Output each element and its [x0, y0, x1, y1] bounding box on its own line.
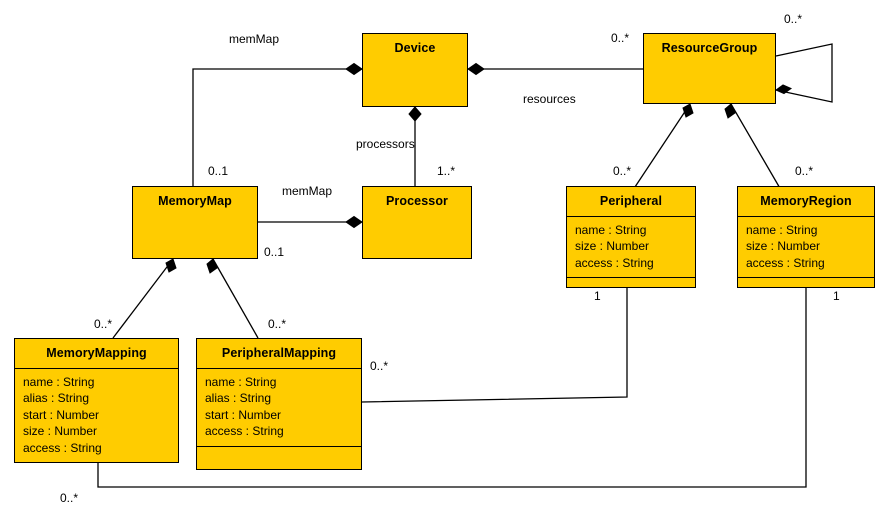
composition-diamond	[774, 84, 793, 95]
class-resourcegroup-title: ResourceGroup	[661, 41, 758, 55]
class-memoryregion-attributes: name : String size : Number access : Str…	[738, 215, 874, 278]
mult-memorymap-top: 0..1	[208, 164, 229, 178]
class-memoryregion-operations	[738, 277, 874, 293]
class-memorymapping[interactable]: MemoryMapping name : String alias : Stri…	[14, 338, 179, 463]
class-processor-title: Processor	[385, 194, 449, 208]
class-peripheral-attributes: name : String size : Number access : Str…	[567, 215, 695, 278]
edge-label-resources: resources	[523, 92, 576, 106]
attribute: size : Number	[23, 424, 98, 438]
class-memorymap[interactable]: MemoryMap	[132, 186, 258, 259]
edge-label-memmap-mid: memMap	[282, 184, 333, 198]
edge-memorymapping-memoryregion	[97, 288, 807, 488]
edge-memorymap-processor	[258, 215, 363, 229]
edge-device-resourcegroup	[467, 62, 643, 76]
attribute: start : Number	[23, 407, 100, 422]
class-peripheral[interactable]: Peripheral name : String size : Number a…	[566, 186, 696, 288]
attribute: name : String	[23, 374, 95, 389]
composition-diamond	[724, 103, 736, 119]
composition-diamond	[345, 215, 363, 229]
mult-memorymapping-bottom: 0..*	[60, 491, 79, 505]
attribute: size : Number	[746, 239, 821, 253]
mult-peripheral-bottom: 1	[594, 289, 601, 303]
mult-memoryregion: 0..*	[795, 164, 814, 178]
edge-resourcegroup-memoryregion	[724, 103, 782, 191]
edge-resourcegroup-peripheral	[632, 103, 694, 191]
edge-device-processor	[408, 106, 422, 186]
composition-diamond	[345, 62, 363, 76]
class-device-title: Device	[394, 41, 436, 55]
class-peripheralmapping-attributes: name : String alias : String start : Num…	[197, 367, 361, 446]
attribute: name : String	[746, 222, 818, 237]
attribute: name : String	[205, 374, 277, 389]
class-memorymapping-title: MemoryMapping	[46, 346, 147, 360]
attribute: alias : String	[205, 391, 272, 405]
composition-diamond	[682, 103, 694, 118]
composition-diamond	[165, 258, 177, 273]
class-peripheral-operations	[567, 277, 695, 293]
class-processor[interactable]: Processor	[362, 186, 472, 259]
mult-resourcegroup-device: 0..*	[611, 31, 630, 45]
edge-memorymap-memorymapping	[112, 258, 177, 339]
mult-memoryregion-bottom: 1	[833, 289, 840, 303]
attribute: access : String	[23, 440, 102, 455]
attribute: size : Number	[575, 239, 650, 253]
edge-label-processors: processors	[356, 137, 415, 151]
mult-processor: 1..*	[437, 164, 456, 178]
mult-memorymapping: 0..*	[94, 317, 113, 331]
class-peripheralmapping-operations	[197, 445, 361, 462]
composition-diamond	[467, 62, 485, 76]
class-memoryregion-title: MemoryRegion	[760, 194, 852, 208]
edge-resourcegroup-self	[774, 43, 833, 103]
attribute: access : String	[575, 255, 654, 270]
attribute: access : String	[746, 255, 825, 270]
edge-peripheralmapping-peripheral	[361, 288, 628, 403]
attribute: name : String	[575, 222, 647, 237]
composition-diamond	[408, 106, 422, 122]
class-memorymapping-operations	[15, 462, 178, 478]
composition-diamond	[206, 258, 218, 274]
mult-peripheral: 0..*	[613, 164, 632, 178]
class-peripheral-title: Peripheral	[599, 194, 663, 208]
class-memorymap-title: MemoryMap	[158, 194, 232, 208]
mult-resourcegroup-self: 0..*	[784, 12, 803, 26]
attribute: alias : String	[23, 391, 90, 405]
mult-peripheralmapping-right: 0..*	[370, 359, 389, 373]
class-resourcegroup[interactable]: ResourceGroup	[643, 33, 776, 104]
edge-label-memmap-top: memMap	[229, 32, 280, 46]
class-device[interactable]: Device	[362, 33, 468, 107]
class-memorymapping-attributes: name : String alias : String start : Num…	[15, 367, 178, 463]
attribute: start : Number	[205, 407, 282, 422]
attribute: access : String	[205, 424, 284, 438]
mult-memorymap-bottom: 0..1	[264, 245, 285, 259]
class-peripheralmapping[interactable]: PeripheralMapping name : String alias : …	[196, 338, 362, 470]
edge-memorymap-peripheralmapping	[206, 258, 259, 339]
edge-device-memorymap	[192, 62, 363, 186]
class-memoryregion[interactable]: MemoryRegion name : String size : Number…	[737, 186, 875, 288]
class-peripheralmapping-title: PeripheralMapping	[221, 346, 337, 360]
mult-peripheralmapping: 0..*	[268, 317, 287, 331]
